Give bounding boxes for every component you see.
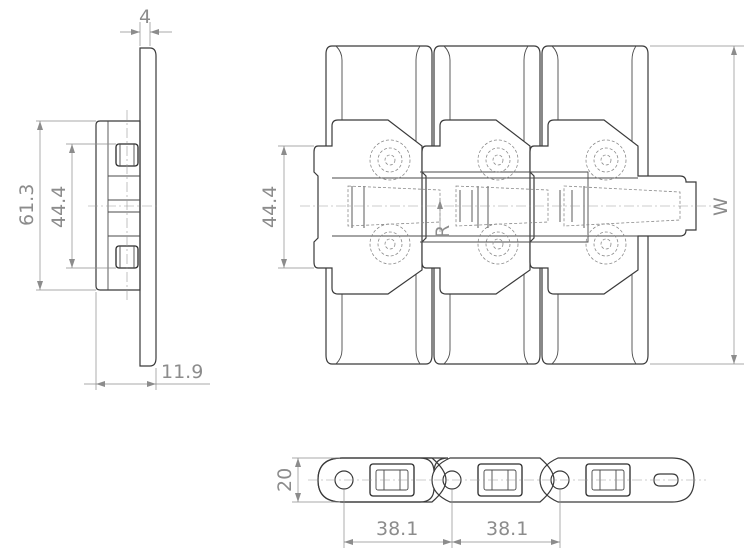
dim-side-outer-height: 61.3 bbox=[16, 184, 38, 226]
bottom-view: 20 38.1 38.1 bbox=[274, 457, 706, 548]
bottom-slot-end bbox=[653, 473, 679, 487]
top-view: 44.4 R W bbox=[259, 45, 744, 365]
bottom-link-2 bbox=[431, 457, 555, 503]
side-hub bbox=[95, 120, 141, 291]
top-plate-2 bbox=[433, 45, 541, 365]
pin-circles bbox=[369, 139, 627, 265]
dim-side-inner-height: 44.4 bbox=[48, 186, 70, 228]
top-plate-1 bbox=[325, 45, 433, 365]
dim-pitch-1: 38.1 bbox=[376, 518, 418, 540]
dim-side-width: 11.9 bbox=[161, 361, 203, 383]
dim-pitch-2: 38.1 bbox=[486, 518, 528, 540]
dim-bottom-height: 20 bbox=[274, 468, 296, 492]
top-plate-3 bbox=[541, 45, 649, 365]
dim-top-width: W bbox=[710, 197, 732, 216]
link-2 bbox=[421, 119, 531, 295]
side-top-plate bbox=[139, 47, 157, 367]
link-1 bbox=[313, 119, 423, 295]
side-view: 4 61.3 44.4 11.9 bbox=[16, 6, 210, 390]
bottom-link-3 bbox=[539, 457, 695, 503]
dim-side-thickness: 4 bbox=[139, 6, 151, 28]
dim-top-inner-height: 44.4 bbox=[259, 186, 281, 228]
link-3 bbox=[529, 119, 697, 295]
dim-top-radius: R bbox=[432, 225, 454, 238]
